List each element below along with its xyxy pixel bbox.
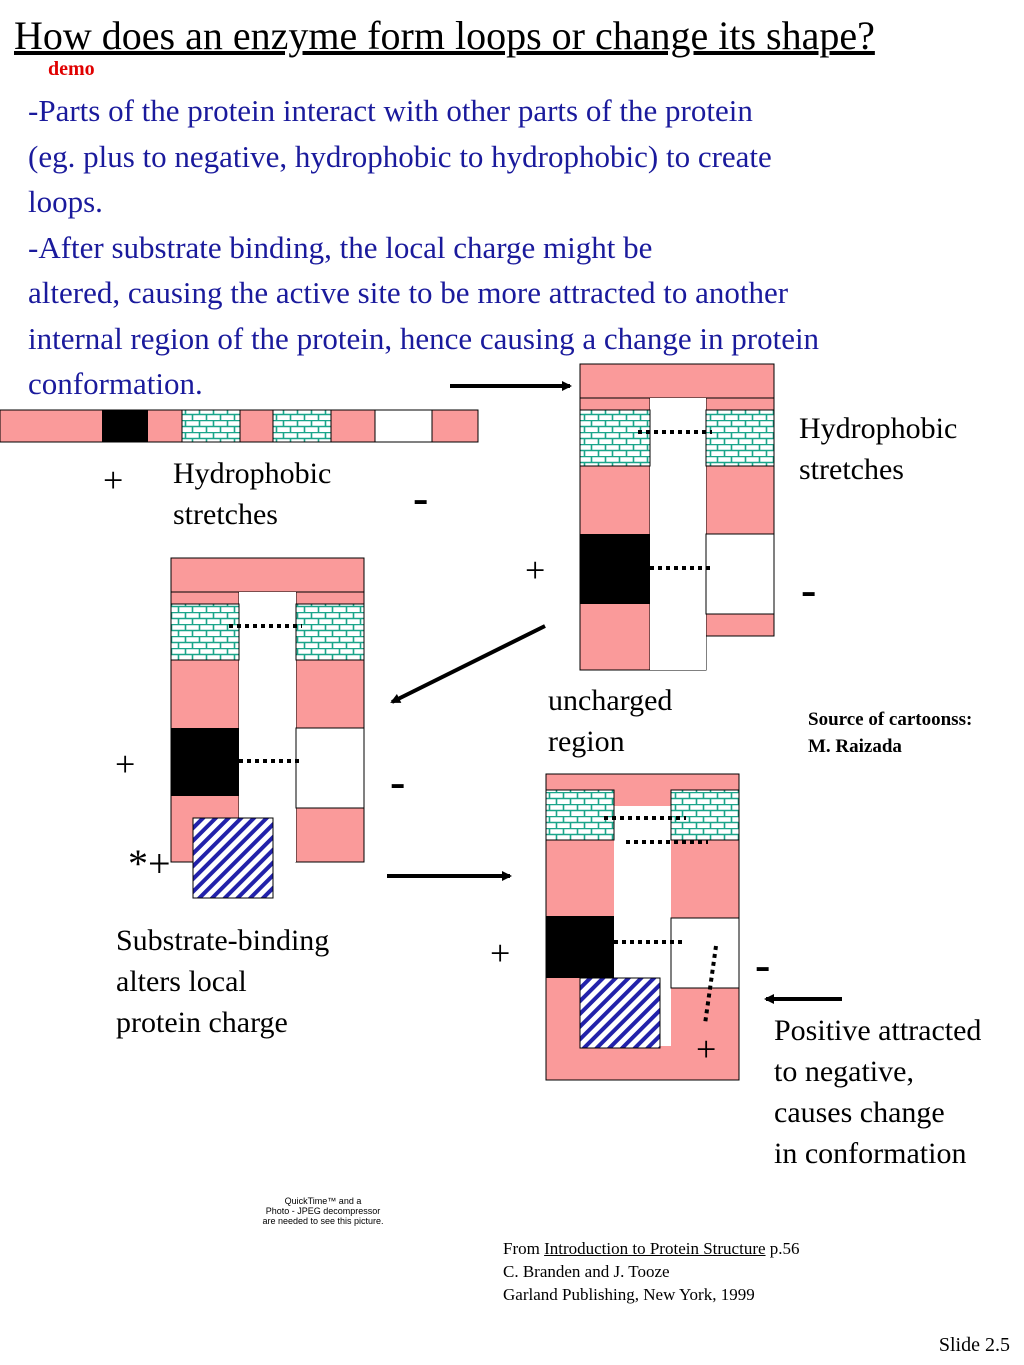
explanation-line: loops. <box>28 184 103 219</box>
hydrophobic-region <box>295 603 365 661</box>
label-line: protein charge <box>116 1006 288 1039</box>
plus-sign: + <box>115 744 136 784</box>
explanation-line: -After substrate binding, the local char… <box>28 229 653 265</box>
minus-sign: - <box>413 472 429 523</box>
interaction-dots <box>703 945 718 1025</box>
explanation-text: -Parts of the protein interact with othe… <box>28 88 1018 407</box>
explanation-line: conformation. <box>28 366 203 401</box>
slide-number: Slide 2.5 <box>938 1334 1010 1356</box>
placeholder-line: Photo - JPEG decompressor <box>265 1206 381 1216</box>
plus-sign: + <box>490 933 511 973</box>
label-line: alters local <box>116 965 247 998</box>
positive-region <box>546 916 614 978</box>
reference-publisher: Garland Publishing, New York, 1999 <box>503 1285 755 1304</box>
negative-region <box>295 727 365 809</box>
source-credit: Source of cartoonss: M. Raizada <box>808 706 972 760</box>
substrate-label: Substrate-binding alters local protein c… <box>116 920 329 1043</box>
label-line: Positive attracted <box>774 1014 982 1047</box>
negative-region <box>670 917 740 989</box>
explanation-line: internal region of the protein, hence ca… <box>28 320 820 356</box>
substrate <box>192 817 274 899</box>
hydrophobic-label: Hydrophobic stretches <box>799 408 957 490</box>
explanation-line: (eg. plus to negative, hydrophobic to hy… <box>28 138 772 174</box>
protein-loop-3 <box>545 773 740 1081</box>
hydrophobic-region <box>579 409 651 467</box>
label-line: Hydrophobic <box>173 457 332 490</box>
label-line: region <box>548 725 625 758</box>
source-line: Source of cartoonss: <box>808 709 973 730</box>
hydrophobic-region <box>670 789 740 841</box>
substrate <box>579 977 661 1049</box>
positive-region <box>580 534 650 604</box>
label-line: stretches <box>173 498 278 531</box>
hydrophobic-region <box>705 409 775 467</box>
reference-line: From Introduction to Protein Structure p… <box>503 1237 800 1260</box>
slide-title: How does an enzyme form loops or change … <box>14 13 875 58</box>
label-line: Substrate-binding <box>116 924 330 957</box>
reference-authors: C. Branden and J. Tooze <box>503 1262 670 1281</box>
plus-sign: + <box>525 550 546 590</box>
minus-sign: - <box>755 939 771 990</box>
hydrophobic-region <box>545 789 615 841</box>
positive-region <box>102 410 148 442</box>
demo-label: demo <box>48 58 95 80</box>
positive-region <box>171 728 239 796</box>
conformation-label: Positive attracted to negative, causes c… <box>774 1010 981 1174</box>
explanation-line: altered, causing the active site to be m… <box>28 275 789 310</box>
negative-region <box>374 409 433 443</box>
reference-page: p.56 <box>769 1239 800 1258</box>
arrow-down-left <box>390 624 546 704</box>
label-line: in conformation <box>774 1137 967 1170</box>
quicktime-placeholder: QuickTime™ and a Photo - JPEG decompress… <box>248 1196 398 1226</box>
protein-loop-2 <box>170 557 365 899</box>
hydrophobic-region <box>181 409 241 443</box>
hydrophobic-label: Hydrophobic stretches <box>173 453 331 535</box>
minus-sign: - <box>801 564 817 615</box>
label-line: causes change <box>774 1096 945 1129</box>
explanation-line: -Parts of the protein interact with othe… <box>28 93 753 128</box>
plus-sign: + <box>103 460 124 500</box>
reference-book-title: Introduction to Protein Structure <box>544 1239 766 1258</box>
label-line: uncharged <box>548 684 673 717</box>
plus-sign: + <box>696 1029 717 1069</box>
star-plus-sign: *+ <box>128 841 171 886</box>
hydrophobic-region <box>170 603 240 661</box>
placeholder-line: are needed to see this picture. <box>262 1216 384 1226</box>
protein-loop-1 <box>579 363 775 671</box>
source-line: M. Raizada <box>808 736 902 757</box>
hydrophobic-region <box>272 409 332 443</box>
minus-sign: - <box>390 756 406 807</box>
label-line: stretches <box>799 453 904 486</box>
reference-prefix: From <box>503 1239 540 1258</box>
uncharged-label: uncharged region <box>548 680 672 762</box>
book-reference: From Introduction to Protein Structure p… <box>503 1237 800 1306</box>
label-line: Hydrophobic <box>799 412 958 445</box>
negative-region <box>705 533 775 615</box>
label-line: to negative, <box>774 1055 914 1088</box>
placeholder-line: QuickTime™ and a <box>284 1196 362 1206</box>
linear-protein-strand <box>0 409 479 443</box>
